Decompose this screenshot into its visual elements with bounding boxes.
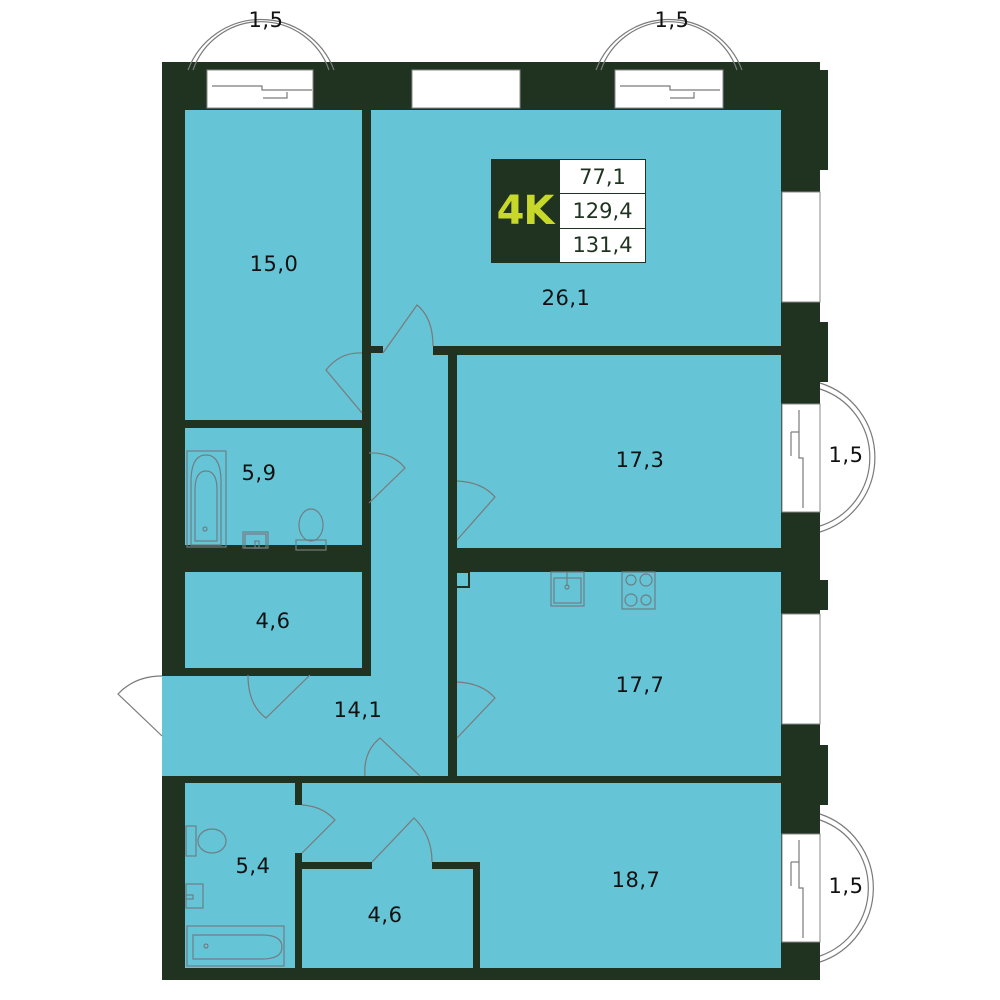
kitchen-fixtures: [550, 571, 656, 610]
bathroom-2-fixtures: [185, 825, 285, 967]
bathroom-1-fixtures: [186, 450, 327, 551]
apartment-info-badge: 4K 77,1 129,4 131,4: [491, 159, 646, 263]
living-area-value: 77,1: [560, 160, 645, 195]
room-area-label: 17,3: [615, 448, 665, 472]
room-area-label: 15,0: [249, 252, 299, 276]
door-swings: [117, 304, 496, 863]
room-area-label: 14,1: [333, 698, 383, 722]
apartment-type-label: 4K: [491, 159, 559, 263]
top-windows: [206, 69, 724, 109]
total-area-with-balconies-value: 131,4: [572, 233, 633, 258]
interior-walls: [185, 110, 781, 968]
total-area-value: 129,4: [560, 194, 645, 229]
balcony-area-label: 1,5: [828, 874, 864, 898]
area-summary: 77,1 129,4 131,4: [559, 159, 646, 263]
balcony-area-label: 1,5: [828, 443, 864, 467]
room-area-label: 26,1: [541, 286, 591, 310]
room-area-label: 5,4: [235, 854, 271, 878]
balcony-outlines: [187, 18, 876, 963]
room-area-label: 18,7: [611, 868, 661, 892]
balcony-area-label: 1,5: [654, 8, 690, 32]
right-windows: [781, 191, 821, 943]
room-area-label: 17,7: [615, 673, 665, 697]
room-area-label: 5,9: [241, 461, 277, 485]
room-floors: [162, 110, 781, 968]
room-area-label: 4,6: [367, 903, 403, 927]
entrance-opening: [162, 676, 185, 736]
balcony-area-label: 1,5: [248, 8, 284, 32]
room-area-label: 4,6: [255, 609, 291, 633]
